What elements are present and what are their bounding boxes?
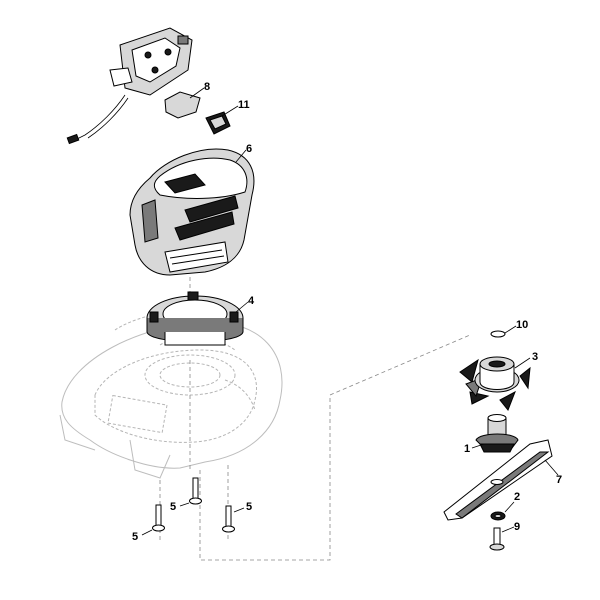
- callout-10: 10: [516, 319, 528, 331]
- part-11-clip: 11: [205, 99, 250, 135]
- part-5-screw-right: 5: [222, 501, 252, 533]
- part-3-fan: 3: [459, 351, 538, 411]
- part-6-motor-hood: 6: [129, 143, 255, 276]
- part-9-blade-bolt: 9: [489, 521, 520, 551]
- callout-8: 8: [204, 81, 210, 93]
- part-2-washer: 2: [490, 491, 520, 521]
- callout-9: 9: [514, 521, 520, 533]
- callout-5a: 5: [132, 531, 138, 543]
- callout-2: 2: [514, 491, 520, 503]
- wiring-harness: [66, 27, 193, 145]
- callout-1: 1: [464, 443, 470, 455]
- callout-4: 4: [248, 295, 255, 307]
- part-4-motor-mount: 4: [146, 291, 255, 346]
- part-10-retaining-ring: 10: [490, 319, 528, 338]
- callout-3: 3: [532, 351, 538, 363]
- part-8-cover: 8: [164, 81, 210, 119]
- callout-11: 11: [238, 99, 250, 111]
- callout-6: 6: [246, 143, 252, 155]
- callout-5b: 5: [170, 501, 176, 513]
- part-5-screw-middle: 5: [170, 477, 202, 513]
- part-7-blade: 7: [443, 439, 562, 521]
- part-5-screw-left: 5: [132, 504, 165, 543]
- callout-5c: 5: [246, 501, 252, 513]
- callout-7: 7: [556, 474, 562, 486]
- part-1-blade-adapter: 1: [464, 414, 519, 455]
